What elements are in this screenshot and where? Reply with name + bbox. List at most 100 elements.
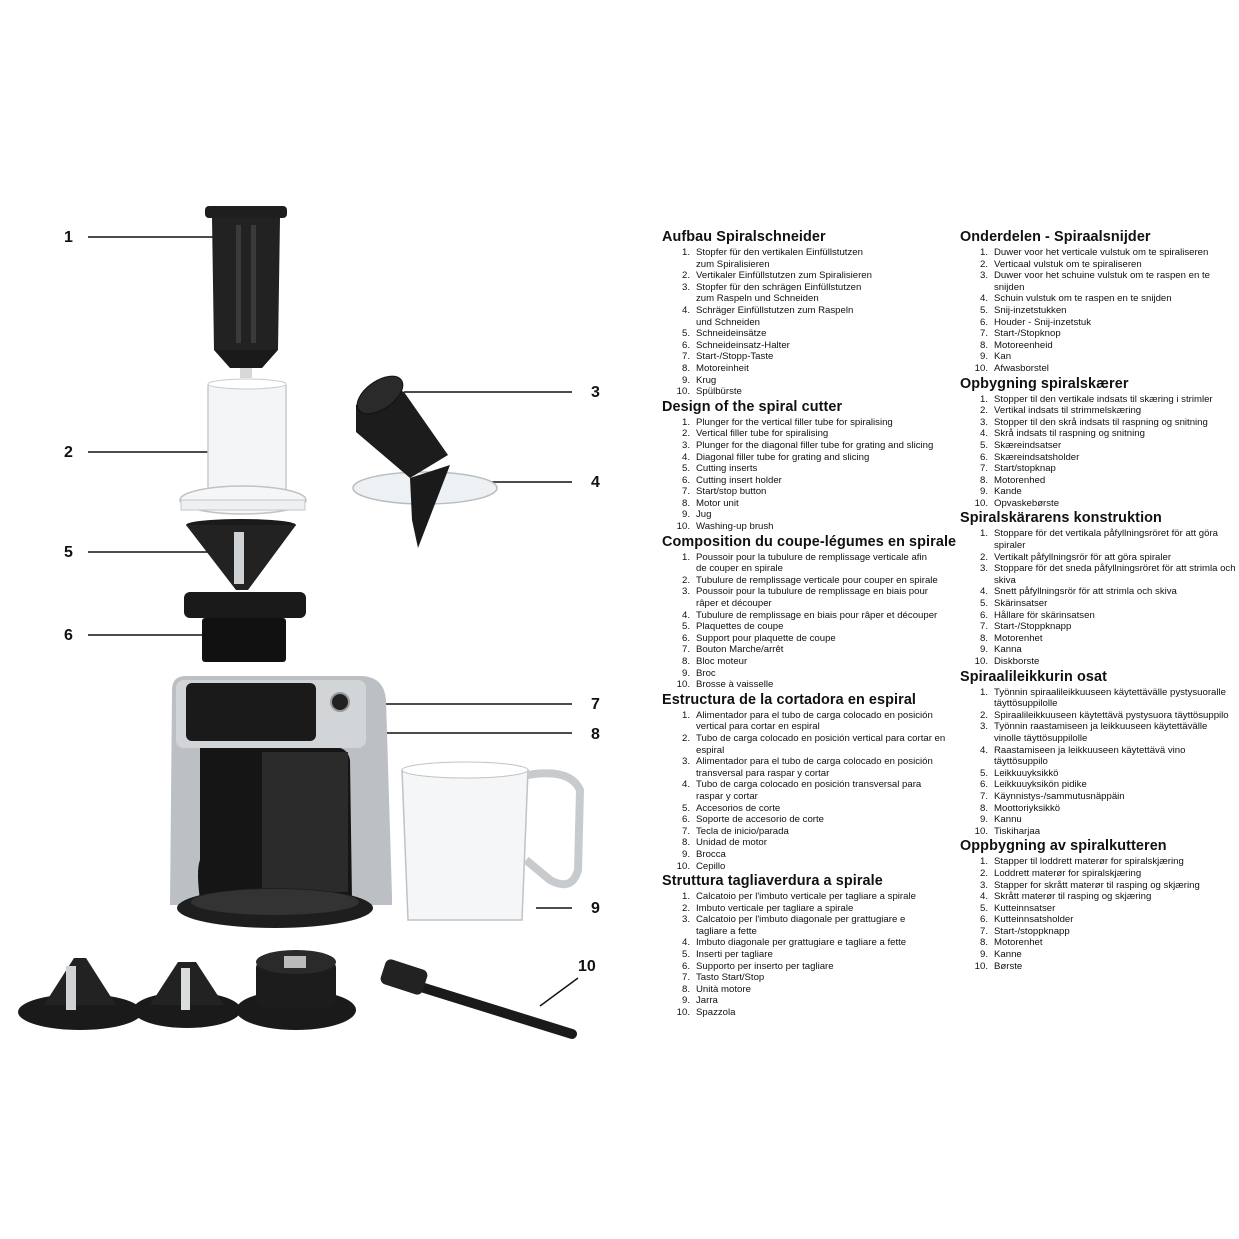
item-text: Skrått materør til rasping og skjæring — [994, 891, 1152, 903]
list-item: 3.Työnnin raastamiseen ja leikkuuseen kä… — [966, 721, 1239, 744]
list-item: 3.Plunger for the diagonal filler tube f… — [668, 440, 952, 452]
list-item: 2. Tubulure de remplissage verticale pour… — [668, 575, 952, 587]
motor-unit — [170, 676, 392, 928]
list-item: 6. Schneideinsatz-Halter — [668, 340, 952, 352]
item-number: 8. — [979, 474, 988, 486]
list-item: 9.Kanna — [966, 644, 1239, 656]
callout-8: 8 — [591, 726, 600, 743]
list-item: 2.Vertikaler Einfüllstutzen zum Spiralis… — [668, 270, 952, 282]
item-number: 6. — [681, 339, 690, 351]
item-text: Imbuto verticale per tagliare a spirale — [696, 902, 854, 914]
item-number: 2. — [979, 405, 988, 417]
callout-7: 7 — [591, 696, 600, 713]
item-number: 1. — [681, 551, 690, 563]
item-text: Skrå indsats til raspning og snitning — [994, 428, 1145, 440]
item-text: Plunger for the vertical filler tube for… — [696, 416, 893, 428]
list-item: 6.Kutteinnsatsholder — [966, 914, 1239, 926]
list-item: 3.Stopper til den skrå indsats til raspn… — [966, 417, 1239, 429]
callout-1: 1 — [64, 229, 73, 246]
list-item: 8.Motorenhet — [966, 633, 1239, 645]
item-text: Schuin vulstuk om te raspen en te snijde… — [994, 293, 1172, 305]
item-text: Alimentador para el tubo de carga coloca… — [696, 709, 933, 733]
item-number: 8. — [681, 362, 690, 374]
item-number: 8. — [681, 656, 690, 667]
item-text: Spülbürste — [696, 386, 742, 398]
item-text: Leikkuuyksikkö — [994, 767, 1059, 779]
item-number: 5. — [979, 902, 988, 914]
parts-list: 1.Stapper til loddrett materør for spira… — [966, 856, 1239, 972]
list-item: 1. Poussoir pour la tubulure de remplissa… — [668, 552, 952, 575]
list-item: 7.Start-/Stopknop — [966, 328, 1239, 340]
list-item: 5. Accesorios de corte — [668, 803, 952, 815]
callout-9: 9 — [591, 900, 600, 917]
item-text: Motor unit — [696, 497, 739, 509]
item-number: 5. — [681, 802, 690, 814]
item-text: Poussoir pour la tubulure de remplissage… — [696, 551, 927, 575]
item-number: 5. — [979, 304, 988, 316]
callout-6: 6 — [64, 627, 73, 644]
item-text: Cepillo — [696, 860, 726, 872]
parts-list: 1.Stopfer für den vertikalen Einfüllstut… — [668, 247, 952, 398]
list-item: 4.Skrå indsats til raspning og snitning — [966, 428, 1239, 440]
section-title: Design of the spiral cutter — [662, 398, 843, 415]
item-text: Soporte de accesorio de corte — [696, 814, 824, 826]
callout-10: 10 — [578, 958, 596, 975]
list-item: 7.Start-/stoppknapp — [966, 926, 1239, 938]
item-text: Vertikalt påfyllningsrör för att göra sp… — [994, 551, 1172, 563]
list-item: 5.Plaquettes de coupe — [668, 621, 952, 633]
item-text: Tasto Start/Stop — [696, 972, 765, 984]
parts-list: 1.Stopper til den vertikale indsats til … — [966, 394, 1239, 510]
item-text: Washing-up brush — [696, 521, 774, 533]
list-item: 5. Leikkuuyksikkö — [966, 768, 1239, 780]
list-item: 1.Stopper til den vertikale indsats til … — [966, 394, 1239, 406]
item-text: Kanne — [994, 949, 1022, 961]
section-title: Oppbygning av spiralkutteren — [960, 838, 1167, 855]
list-item: 5.Kutteinnsatser — [966, 903, 1239, 915]
cutting-insert-cone — [186, 519, 296, 590]
leader-lines — [88, 236, 579, 1007]
list-item: 5.Snij-inzetstukken — [966, 305, 1239, 317]
list-item: 3.Poussoir pour la tubulure de remplissa… — [668, 586, 952, 609]
item-number: 9. — [681, 374, 690, 386]
item-number: 5. — [979, 439, 988, 451]
exploded-parts-diagram — [18, 206, 585, 1039]
item-number: 1. — [681, 416, 690, 428]
item-number: 2. — [979, 258, 988, 270]
item-text: Stoppare för det sneda påfyllningsröret … — [994, 563, 1236, 586]
list-item: 2.Vertical filler tube for spiralising — [668, 428, 952, 440]
item-number: 9. — [979, 644, 988, 656]
item-number: 10. — [676, 521, 690, 533]
list-item: 4.Schuin vulstuk om te raspen en te snij… — [966, 293, 1239, 305]
item-text: Työnnin spiraalileikkuuseen käytettäväll… — [994, 686, 1226, 710]
section-title: Spiralskärarens konstruktion — [960, 510, 1162, 527]
list-item: 10.Opvaskebørste — [966, 498, 1239, 510]
item-number: 2. — [979, 709, 988, 721]
parts-list: 1. Plunger for the vertical filler tube f… — [668, 417, 952, 533]
list-item: 4.Tubulure de remplissage en biais pour … — [668, 610, 952, 622]
list-item: 9.Kannu — [966, 814, 1239, 826]
item-number: 1. — [979, 528, 988, 540]
item-text: Accesorios de corte — [696, 802, 781, 814]
item-text: Motoreinheit — [696, 362, 749, 374]
item-number: 8. — [979, 339, 988, 351]
list-item: 1. Stoppare för det vertikala påfyllnings… — [966, 528, 1239, 551]
item-number: 1. — [681, 891, 690, 903]
list-item: 7.Start/stopknap — [966, 463, 1239, 475]
item-text: Schräger Einfüllstutzen zum Raspeln und … — [696, 304, 854, 328]
item-number: 5. — [979, 767, 988, 779]
item-text: Tubulure de remplissage verticale pour c… — [696, 574, 938, 586]
item-number: 8. — [979, 802, 988, 814]
item-number: 6. — [979, 609, 988, 621]
item-text: Stoppare för det vertikala påfyllningsrö… — [994, 528, 1218, 552]
item-text: Skæreindsatsholder — [994, 451, 1080, 463]
item-number: 2. — [979, 551, 988, 563]
item-number: 9. — [979, 949, 988, 961]
list-item: 1.Työnnin spiraalileikkuuseen käytettävä… — [966, 687, 1239, 710]
item-text: Schneideinsatz-Halter — [696, 339, 790, 351]
item-number: 2. — [681, 574, 690, 586]
section-title: Onderdelen - Spiraalsnijder — [960, 229, 1151, 245]
item-text: Houder - Snij-inzetstuk — [994, 316, 1092, 328]
item-number: 8. — [681, 983, 690, 995]
